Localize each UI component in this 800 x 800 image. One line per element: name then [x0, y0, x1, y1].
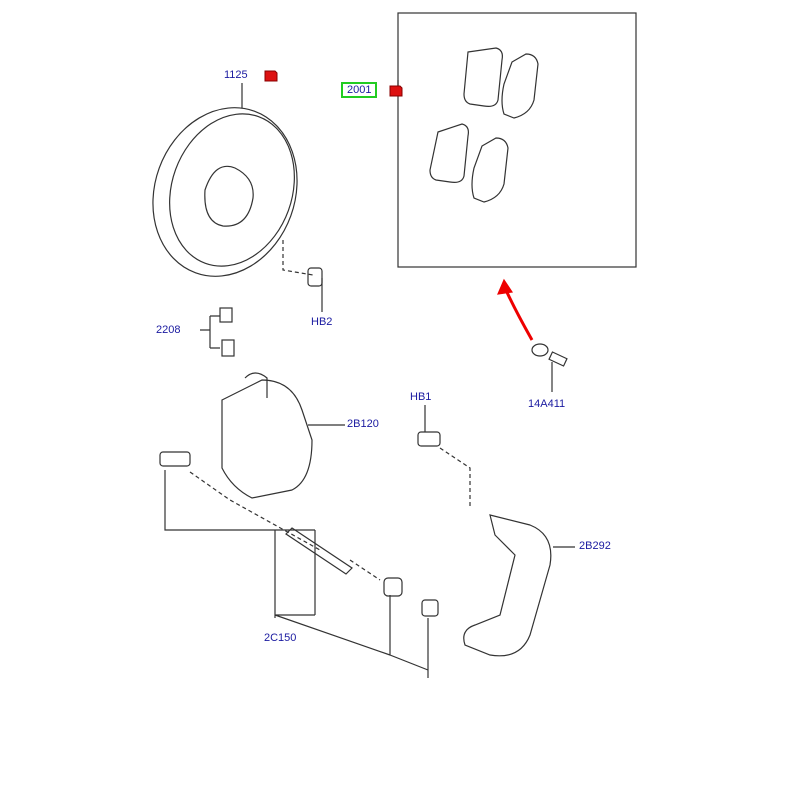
- part-label-2C150[interactable]: 2C150: [264, 632, 297, 644]
- part-label-2B292[interactable]: 2B292: [579, 540, 611, 552]
- caliper: [221, 372, 313, 499]
- red-arrow: [503, 287, 534, 341]
- part-label-14A411[interactable]: 14A411: [528, 398, 566, 410]
- part-label-2B120[interactable]: 2B120: [347, 418, 379, 430]
- part-label-HB1[interactable]: HB1: [410, 391, 432, 403]
- bleed-screw: [219, 307, 235, 357]
- bolt-hb2: [307, 267, 323, 312]
- part-label-2208[interactable]: 2208: [156, 324, 181, 336]
- note-icon[interactable]: [264, 69, 278, 82]
- wear-sensor: [531, 343, 568, 392]
- part-label-2001[interactable]: 2001: [341, 82, 378, 98]
- bolt-hb1: [417, 431, 441, 447]
- part-label-HB2[interactable]: HB2: [311, 316, 333, 328]
- part-label-1125[interactable]: 1125: [224, 69, 248, 81]
- brake-pads: [429, 47, 539, 203]
- brake-disc: [152, 107, 298, 277]
- guide-pins: [159, 451, 439, 617]
- caliper-bracket: [463, 514, 552, 657]
- brake-pad-inset-box: [397, 12, 637, 268]
- note-icon[interactable]: [389, 84, 403, 97]
